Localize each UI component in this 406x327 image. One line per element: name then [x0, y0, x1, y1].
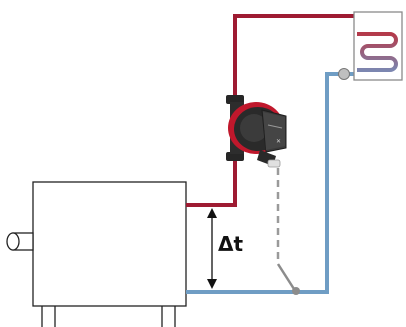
pump-brand-line: [267, 124, 283, 129]
radiator-coil: [357, 32, 398, 72]
pump-flange-top: [226, 95, 244, 104]
radiator: [353, 11, 403, 81]
circulator-pump: ✕: [226, 95, 287, 168]
return-valve: [338, 68, 350, 80]
pump-logo-icon: ✕: [276, 138, 281, 145]
delta-t-label: Δt: [218, 232, 243, 256]
burner-port: [6, 232, 20, 251]
boiler-body: [32, 181, 187, 307]
pump-control-panel: [263, 112, 285, 150]
pump-connector: [267, 159, 281, 168]
pump-flange-bottom: [226, 152, 244, 161]
boiler: [6, 181, 187, 327]
delta-t-arrow-down: [207, 279, 217, 289]
delta-t-indicator: Δt: [207, 208, 243, 289]
delta-t-arrow-up: [207, 208, 217, 218]
sensor-tip: [292, 287, 300, 295]
temperature-sensor: [276, 168, 300, 295]
sensor-probe: [276, 263, 296, 290]
pump-motor-face: [240, 114, 268, 142]
